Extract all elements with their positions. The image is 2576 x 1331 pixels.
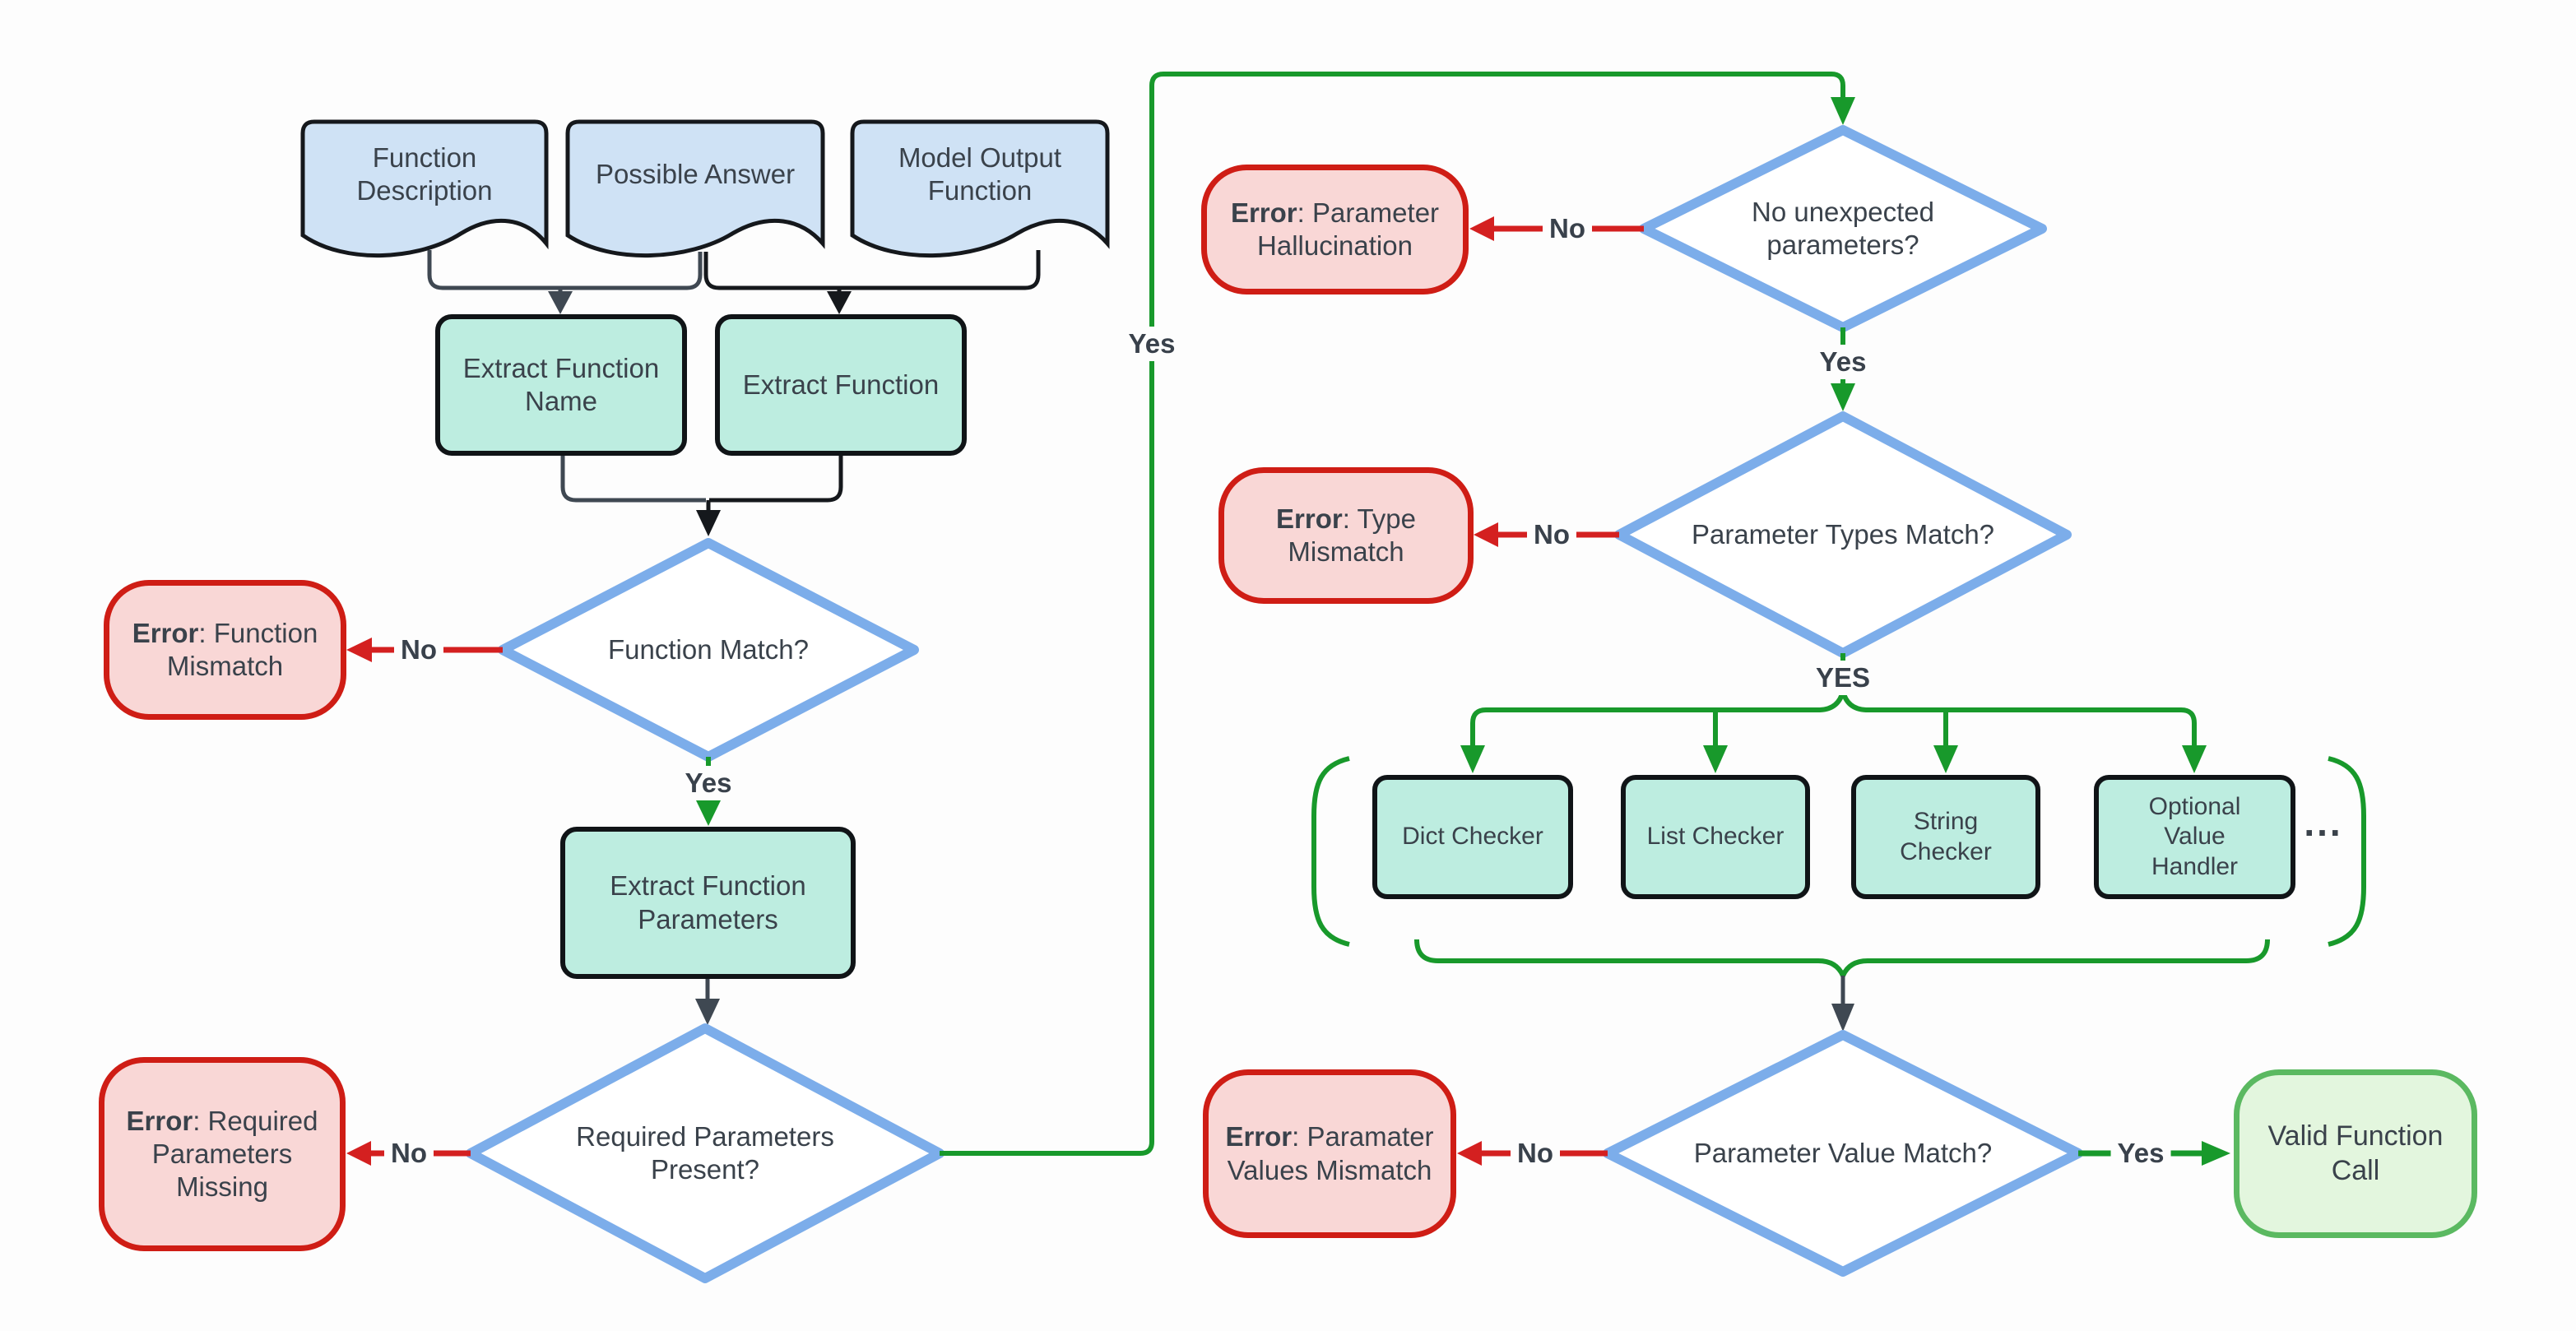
error-paramater-values-mismatch: Error: Paramater Values Mismatch	[1203, 1069, 1456, 1238]
connector-extract-name-merge	[560, 456, 706, 503]
process-extract-function-name-label: Extract Function Name	[462, 352, 660, 416]
decision-required-params-label: Required Parameters Present?	[576, 1120, 834, 1185]
arrowhead-into-string-checker	[1933, 745, 1958, 773]
document-function-description-label: Function Description	[356, 141, 493, 206]
edge-label-required-params-yes: Yes	[1121, 327, 1182, 361]
edge-required-params-yes-long	[940, 72, 1845, 1156]
error-values-mismatch-text: : Paramater Values Mismatch	[1227, 1121, 1434, 1185]
process-extract-function-label: Extract Function	[742, 369, 940, 400]
error-type-mismatch-text: : Type Mismatch	[1288, 503, 1416, 567]
checker-ellipsis: ...	[2304, 800, 2343, 844]
edge-label-function-match-no: No	[394, 633, 443, 667]
checker-optional-value-handler: Optional Value Handler	[2094, 775, 2295, 899]
arrowhead-into-list-checker	[1703, 745, 1728, 773]
arrowhead-into-extract-params	[696, 800, 721, 826]
checker-dict-label: Dict Checker	[1402, 823, 1543, 851]
decision-no-unexpected-label: No unexpected parameters?	[1752, 196, 1934, 260]
error-function-mismatch-text: : Function Mismatch	[166, 617, 318, 681]
error-required-missing-text: : Required Parameters Missing	[151, 1105, 318, 1203]
arrowhead-into-extract-name	[548, 291, 573, 314]
bracket-left	[1311, 756, 1350, 947]
decision-function-match-label: Function Match?	[608, 633, 809, 665]
error-function-mismatch-bold: Error	[132, 617, 199, 648]
arrowhead-into-dict-checker	[1460, 745, 1485, 773]
decision-types-match-label: Parameter Types Match?	[1691, 518, 1995, 550]
arrowhead-into-required-params	[695, 999, 720, 1025]
arrowhead-into-types-match	[1831, 383, 1855, 411]
checker-dict: Dict Checker	[1372, 775, 1573, 899]
checker-list: List Checker	[1621, 775, 1810, 899]
document-function-description	[300, 119, 549, 258]
arrowhead-error-values-mismatch	[1457, 1141, 1482, 1166]
checker-string: String Checker	[1851, 775, 2040, 899]
terminal-valid-function-call: Valid Function Call	[2234, 1069, 2477, 1238]
error-type-mismatch-bold: Error	[1276, 503, 1343, 534]
edge-types-yes-branch	[1470, 653, 2197, 747]
connector-docs-to-extract-function	[703, 250, 1041, 291]
arrowhead-error-function-mismatch	[346, 638, 372, 662]
arrowhead-into-value-match	[1831, 1004, 1854, 1032]
document-possible-answer	[565, 119, 825, 258]
connector-docs-to-extract-name	[427, 250, 703, 291]
edge-label-types-no: No	[1527, 517, 1576, 552]
error-function-mismatch: Error: Function Mismatch	[104, 580, 346, 720]
checker-list-label: List Checker	[1646, 823, 1785, 851]
process-extract-function: Extract Function	[715, 314, 967, 456]
document-model-output-function-label: Model Output Function	[898, 141, 1062, 206]
error-required-params-missing: Error: Required Parameters Missing	[99, 1057, 346, 1251]
error-parameter-hallucination: Error: Parameter Hallucination	[1201, 165, 1469, 294]
decision-value-match	[1603, 1030, 2083, 1277]
error-required-missing-bold: Error	[126, 1105, 193, 1136]
connector-extract-function-merge	[706, 456, 843, 512]
terminal-valid-label: Valid Function Call	[2267, 1120, 2444, 1186]
edge-label-required-params-no: No	[384, 1136, 434, 1171]
arrowhead-into-function-match	[696, 510, 721, 536]
edge-label-value-yes: Yes	[2110, 1136, 2171, 1171]
arrowhead-into-optional-handler	[2182, 745, 2207, 773]
error-hallucination-text: : Parameter Hallucination	[1257, 197, 1440, 261]
checker-optional-label: Optional Value Handler	[2148, 792, 2241, 880]
arrowhead-error-hallucination	[1469, 216, 1494, 241]
error-values-mismatch-bold: Error	[1225, 1121, 1293, 1152]
checker-string-label: String Checker	[1900, 807, 1992, 865]
arrowhead-into-extract-function	[827, 291, 852, 314]
decision-required-params	[466, 1023, 945, 1283]
process-extract-function-parameters-label: Extract Function Parameters	[610, 870, 806, 934]
error-type-mismatch: Error: Type Mismatch	[1218, 467, 1474, 604]
arrowhead-into-no-unexpected	[1831, 97, 1855, 125]
edge-label-types-yes: YES	[1808, 661, 1877, 695]
process-extract-function-name: Extract Function Name	[435, 314, 687, 456]
document-possible-answer-label: Possible Answer	[595, 158, 796, 189]
arrowhead-into-valid-call	[2202, 1141, 2230, 1166]
edge-label-unexpected-yes: Yes	[1812, 345, 1873, 379]
error-hallucination-bold: Error	[1230, 197, 1297, 228]
brace-checkers	[1414, 939, 2270, 982]
edge-label-value-no: No	[1511, 1136, 1560, 1171]
decision-value-match-label: Parameter Value Match?	[1693, 1137, 1993, 1168]
edge-label-function-match-yes: Yes	[678, 766, 739, 800]
bracket-right	[2328, 756, 2366, 947]
process-extract-function-parameters: Extract Function Parameters	[560, 827, 856, 979]
edge-label-unexpected-no: No	[1543, 211, 1592, 246]
arrowhead-error-required-missing	[346, 1141, 371, 1166]
document-model-output-function	[850, 119, 1110, 258]
arrowhead-error-type-mismatch	[1474, 522, 1498, 547]
